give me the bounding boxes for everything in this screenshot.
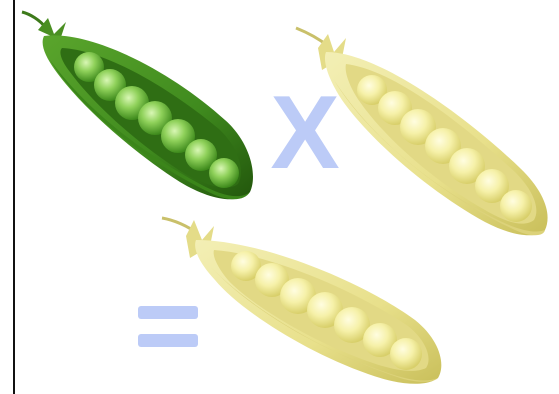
green-pea-pod bbox=[21, 10, 253, 200]
yellow-pea-pod-result bbox=[161, 216, 442, 384]
yellow-pea bbox=[400, 109, 436, 145]
green-pea bbox=[94, 69, 126, 101]
yellow-pea bbox=[334, 307, 370, 343]
result-pod-calyx bbox=[186, 220, 214, 258]
yellow-pod-calyx bbox=[318, 34, 346, 70]
green-pea bbox=[185, 139, 217, 171]
yellow-pea bbox=[307, 292, 343, 328]
yellow-pea bbox=[500, 190, 532, 222]
yellow-pea bbox=[475, 169, 509, 203]
equals-sign bbox=[138, 306, 198, 347]
yellow-pea-pod-top bbox=[295, 26, 548, 236]
yellow-pea bbox=[280, 278, 316, 314]
green-pea bbox=[138, 101, 172, 135]
multiply-sign: X bbox=[270, 75, 339, 191]
green-pod-calyx bbox=[38, 18, 66, 40]
yellow-pea bbox=[255, 263, 289, 297]
yellow-pea bbox=[425, 128, 461, 164]
yellow-pea bbox=[231, 251, 261, 281]
green-peas bbox=[74, 52, 239, 188]
yellow-pea bbox=[390, 338, 422, 370]
equals-sign-bottom-bar bbox=[138, 334, 198, 347]
equals-sign-top-bar bbox=[138, 306, 198, 319]
green-pea bbox=[74, 52, 104, 82]
left-border-line bbox=[13, 0, 15, 394]
yellow-pea bbox=[449, 148, 485, 184]
green-pea bbox=[161, 119, 195, 153]
green-pea bbox=[209, 158, 239, 188]
yellow-pea bbox=[357, 75, 387, 105]
yellow-peas-top bbox=[357, 75, 532, 222]
yellow-peas-result bbox=[231, 251, 422, 370]
yellow-pea bbox=[363, 323, 397, 357]
